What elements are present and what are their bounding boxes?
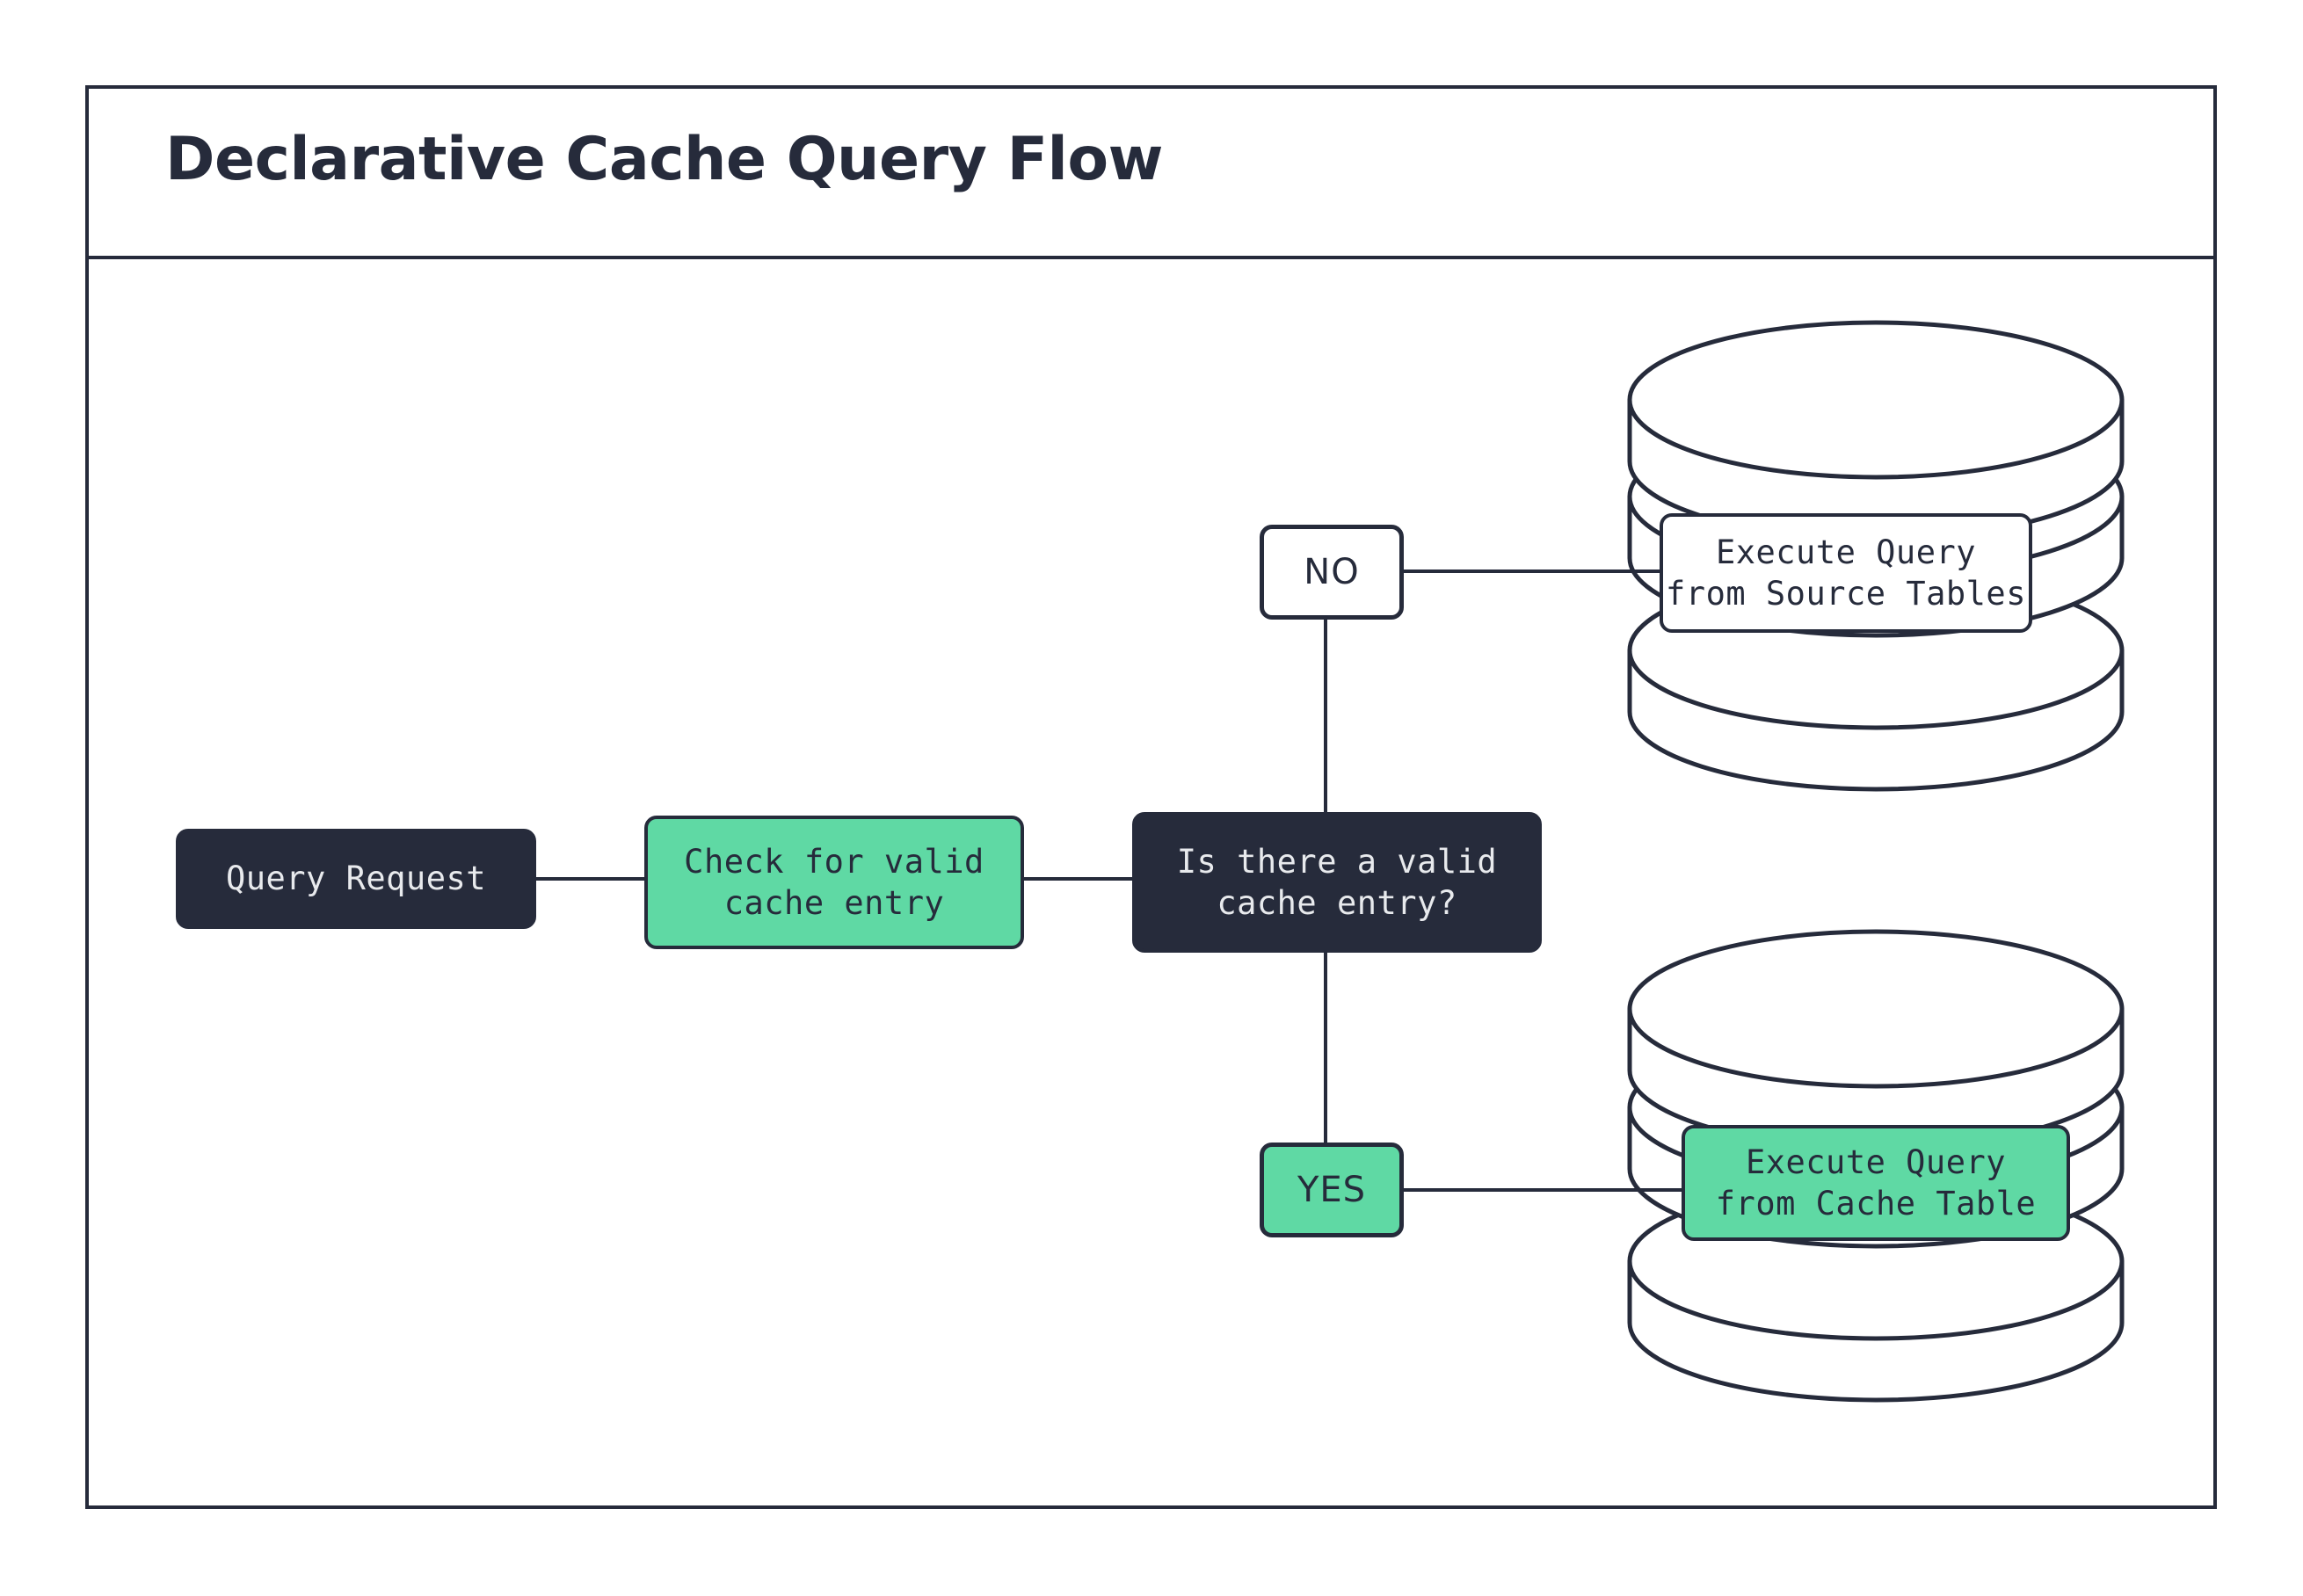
edge-no-to-source-database xyxy=(1402,569,1664,573)
page-title: Declarative Cache Query Flow xyxy=(165,125,1163,194)
title-divider xyxy=(85,256,2217,259)
edge-decision-to-no xyxy=(1324,618,1327,814)
edge-label-yes[interactable]: YES xyxy=(1260,1143,1404,1237)
edge-decision-to-yes xyxy=(1324,951,1327,1146)
node-execute-query-from-cache-table[interactable]: Execute Query from Cache Table xyxy=(1682,1125,2070,1241)
edge-query-request-to-check-cache xyxy=(536,877,646,881)
edge-yes-to-cache-database xyxy=(1402,1188,1686,1192)
edge-label-no[interactable]: NO xyxy=(1260,525,1404,620)
node-check-for-valid-cache-entry[interactable]: Check for valid cache entry xyxy=(644,816,1024,949)
node-decision-valid-cache-entry[interactable]: Is there a valid cache entry? xyxy=(1132,812,1542,953)
node-execute-query-from-source-tables[interactable]: Execute Query from Source Tables xyxy=(1660,513,2032,633)
edge-check-cache-to-decision xyxy=(1022,877,1134,881)
node-query-request[interactable]: Query Request xyxy=(176,829,536,929)
